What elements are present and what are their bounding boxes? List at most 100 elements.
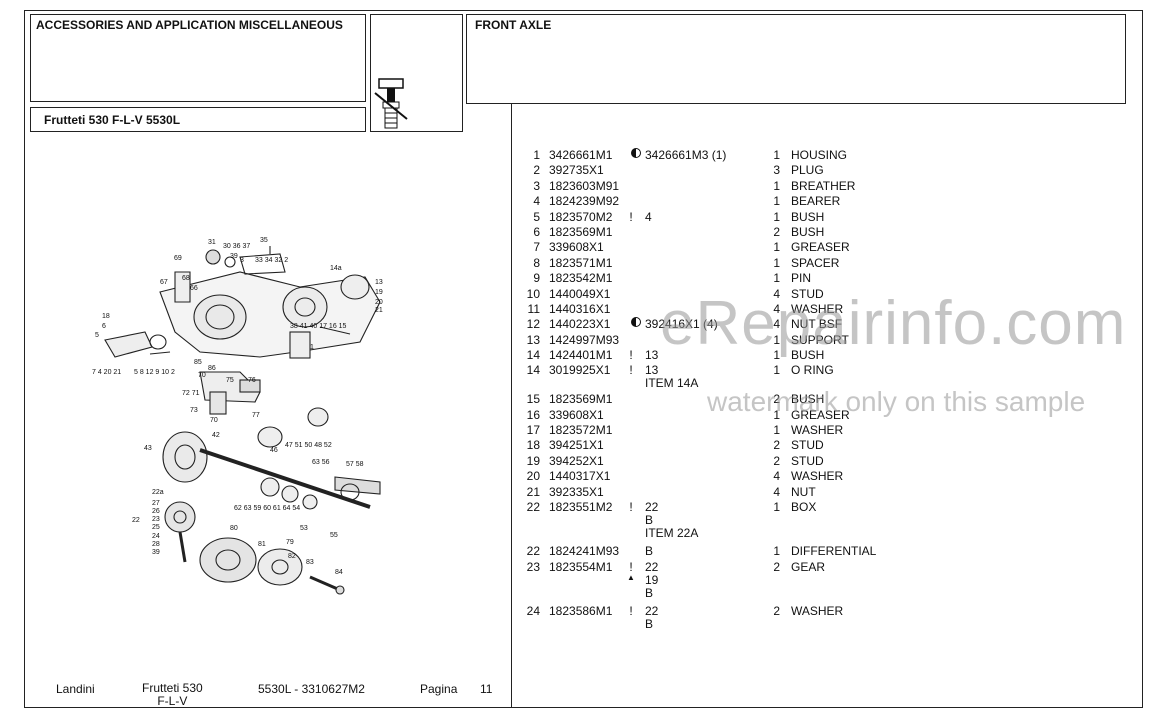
part-number: 3019925X1 <box>549 363 611 378</box>
item-number: 16 <box>526 407 540 422</box>
part-number: 1424401M1 <box>549 348 613 363</box>
note-mark: ! <box>629 500 633 514</box>
description: STUD <box>791 286 824 301</box>
section-title: ACCESSORIES AND APPLICATION MISCELLANEOU… <box>36 18 343 32</box>
description: BEARER <box>791 194 841 209</box>
svg-text:85: 85 <box>194 359 202 366</box>
item-number: 1 <box>533 148 540 162</box>
svg-text:38 41 40 17 16 15: 38 41 40 17 16 15 <box>290 323 347 330</box>
svg-text:62 63 59 60 61 64 54: 62 63 59 60 61 64 54 <box>234 505 300 512</box>
quantity: 1 <box>773 148 780 162</box>
footer-brand: Landini <box>56 682 95 696</box>
svg-text:57 58: 57 58 <box>346 461 364 468</box>
description: STUD <box>791 438 824 453</box>
description: BUSH <box>791 392 825 407</box>
description: SUPPORT <box>791 332 849 347</box>
part-number: 394252X1 <box>549 453 604 468</box>
quantity: 2 <box>773 224 780 239</box>
svg-text:53: 53 <box>300 525 308 532</box>
item-number: 4 <box>533 194 540 209</box>
svg-text:19: 19 <box>375 289 383 296</box>
reference: 22 <box>645 603 659 618</box>
item-number: 24 <box>526 603 540 618</box>
reference: 4 <box>645 209 652 224</box>
description: WASHER <box>791 301 844 316</box>
svg-text:84: 84 <box>335 569 343 576</box>
svg-text:83: 83 <box>306 559 314 566</box>
item-number: 21 <box>526 484 540 499</box>
svg-text:69: 69 <box>174 255 182 262</box>
svg-text:68: 68 <box>182 275 190 282</box>
item-number: 12 <box>526 317 540 332</box>
svg-text:39: 39 <box>230 253 238 260</box>
item-number: 17 <box>526 423 540 438</box>
description: PIN <box>791 271 812 286</box>
group-title: FRONT AXLE <box>475 18 552 32</box>
svg-text:70: 70 <box>198 372 206 379</box>
svg-text:5 8 12 9 10 2: 5 8 12 9 10 2 <box>134 369 175 376</box>
svg-text:55: 55 <box>330 532 338 539</box>
quantity: 2 <box>773 392 780 407</box>
reference: B <box>645 544 654 559</box>
description: HOUSING <box>791 148 848 162</box>
reference-line2: B <box>645 616 654 631</box>
page-frame <box>24 10 1143 708</box>
svg-text:76: 76 <box>248 377 256 384</box>
quantity: 1 <box>773 363 780 378</box>
description: BUSH <box>791 348 825 363</box>
footer-page-label: Pagina <box>420 682 458 696</box>
quantity: 1 <box>773 178 780 193</box>
group-title-box <box>466 14 1126 104</box>
item-number: 10 <box>526 286 540 301</box>
svg-text:43: 43 <box>144 445 152 452</box>
description: NUT <box>791 484 816 499</box>
part-number: 392335X1 <box>549 484 604 499</box>
item-number: 13 <box>526 332 540 347</box>
model-box <box>30 107 366 132</box>
description: O RING <box>791 363 834 378</box>
item-number: 15 <box>526 392 540 407</box>
svg-text:79: 79 <box>286 539 294 546</box>
svg-text:30 36 37: 30 36 37 <box>223 243 250 250</box>
part-number: 1440049X1 <box>549 286 611 301</box>
quantity: 1 <box>773 209 780 224</box>
svg-text:27: 27 <box>152 500 160 507</box>
quantity: 1 <box>773 500 780 514</box>
svg-text:7 4 20 21: 7 4 20 21 <box>92 369 121 376</box>
model-title: Frutteti 530 F-L-V 5530L <box>44 113 181 127</box>
description: GREASER <box>791 407 850 422</box>
description: DIFFERENTIAL <box>791 544 877 559</box>
part-number: 339608X1 <box>549 240 604 255</box>
part-number: 3426661M1 <box>549 148 613 162</box>
svg-text:22: 22 <box>132 517 140 524</box>
svg-text:66: 66 <box>190 285 198 292</box>
description: WASHER <box>791 469 844 484</box>
svg-text:23: 23 <box>152 516 160 523</box>
quantity: 4 <box>773 469 780 484</box>
svg-text:31: 31 <box>208 239 216 246</box>
item-number: 14 <box>526 348 540 363</box>
svg-text:28: 28 <box>152 541 160 548</box>
reference: 392416X1 (4) <box>645 317 718 332</box>
item-number: 2 <box>533 163 540 178</box>
part-number: 1824239M92 <box>549 194 620 209</box>
reference: 3426661M3 (1) <box>645 148 727 162</box>
description: WASHER <box>791 423 844 438</box>
item-number: 20 <box>526 469 540 484</box>
quantity: 4 <box>773 484 780 499</box>
item-number: 6 <box>533 224 540 239</box>
quantity: 1 <box>773 240 780 255</box>
svg-text:6: 6 <box>102 323 106 330</box>
part-number: 1823554M1 <box>549 559 613 574</box>
svg-text:42: 42 <box>212 432 220 439</box>
part-number: 392735X1 <box>549 163 604 178</box>
section-title-box <box>30 14 366 102</box>
reference-line3: B <box>645 585 654 600</box>
quantity: 2 <box>773 453 780 468</box>
reference: 22 <box>645 559 659 574</box>
note-mark: ! <box>629 209 633 224</box>
part-number: 1440316X1 <box>549 301 611 316</box>
description: GEAR <box>791 559 826 574</box>
note-mark: ! <box>629 603 633 618</box>
